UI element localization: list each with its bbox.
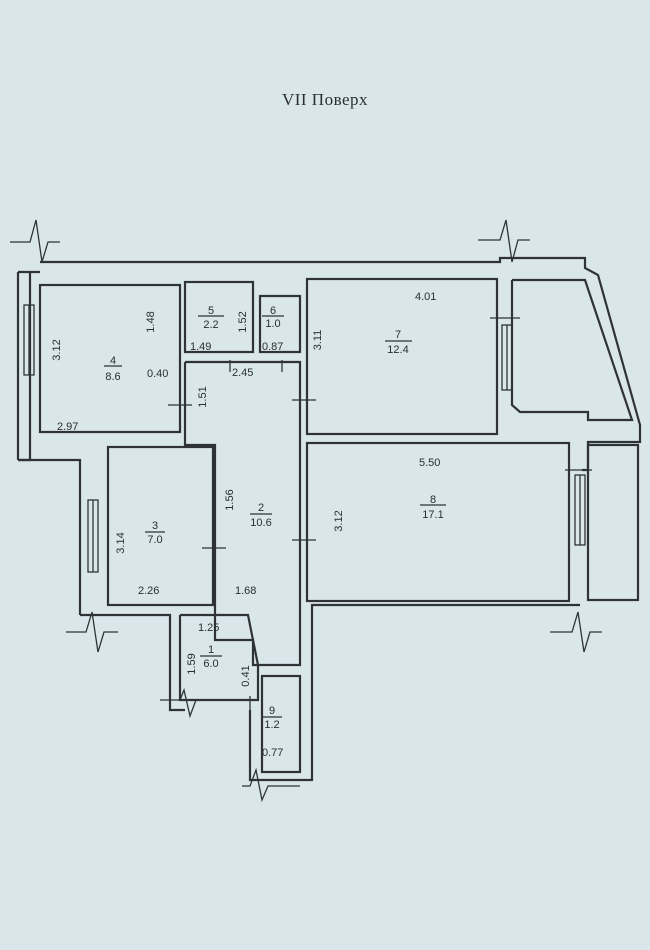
- dim-room8-height: 3.12: [333, 510, 345, 531]
- room-1-outline: [178, 613, 260, 702]
- balcony-2-outline: [586, 443, 640, 602]
- dim-room3-height: 3.14: [115, 532, 127, 553]
- dim-room9-width: 0.77: [262, 747, 283, 759]
- dim-room4-width: 2.97: [57, 421, 78, 433]
- dim-room3-width: 2.26: [138, 585, 159, 597]
- windows: [23, 304, 586, 573]
- dim-hall-left: 1.51: [197, 386, 209, 407]
- room-3-area: 7.0: [147, 534, 162, 546]
- dim-hall-mid: 1.56: [224, 489, 236, 510]
- room-4-area: 8.6: [105, 371, 120, 383]
- dim-room4-height: 3.12: [51, 339, 63, 360]
- room-7-outline: [305, 277, 499, 436]
- floor-title: VII Поверх: [281, 90, 369, 109]
- room-4-number: 4: [110, 355, 116, 367]
- dim-room8-width: 5.50: [419, 457, 440, 469]
- dim-room7-width: 4.01: [415, 291, 436, 303]
- door-marks: [168, 317, 592, 712]
- dim-hall-top: 2.45: [232, 367, 253, 379]
- room-6-number: 6: [270, 305, 276, 317]
- room-1-area: 6.0: [203, 658, 218, 670]
- room-2-outline: [183, 360, 302, 667]
- room-3-outline: [106, 445, 215, 607]
- room-3-number: 3: [152, 520, 158, 532]
- room-2-area: 10.6: [250, 517, 271, 529]
- room-6-area: 1.0: [265, 318, 280, 330]
- room-9-number: 9: [269, 705, 275, 717]
- balcony-1-outline: [510, 278, 634, 422]
- room-5-area: 2.2: [203, 319, 218, 331]
- outer-walls: [16, 256, 642, 782]
- room-9-outline: [260, 674, 302, 774]
- dim-room7-height: 3.11: [312, 330, 324, 351]
- room-8-outline: [305, 441, 571, 603]
- area-underlines: [104, 315, 446, 718]
- room-8-area: 17.1: [422, 509, 443, 521]
- dim-room1-width: 1.25: [198, 622, 219, 634]
- room-7-area: 12.4: [387, 344, 408, 356]
- dim-room5-width: 1.49: [190, 341, 211, 353]
- dim-room1-height: 1.59: [186, 653, 198, 674]
- dim-room6-width: 0.87: [262, 341, 283, 353]
- dim-hall-bottom: 1.68: [235, 585, 256, 597]
- dim-room1-right: 0.41: [240, 665, 252, 686]
- room-5-number: 5: [208, 305, 214, 317]
- room-6-outline: [258, 294, 302, 354]
- room-1-number: 1: [208, 644, 214, 656]
- room-2-number: 2: [258, 502, 264, 514]
- dim-room5-height: 1.52: [237, 311, 249, 332]
- room-4-outline: [38, 283, 182, 434]
- dim-room4-door: 0.40: [147, 368, 168, 380]
- dim-room4-right: 1.48: [145, 311, 157, 332]
- room-7-number: 7: [395, 329, 401, 341]
- room-9-area: 1.2: [264, 719, 279, 731]
- room-8-number: 8: [430, 494, 436, 506]
- room-5-outline: [183, 280, 255, 354]
